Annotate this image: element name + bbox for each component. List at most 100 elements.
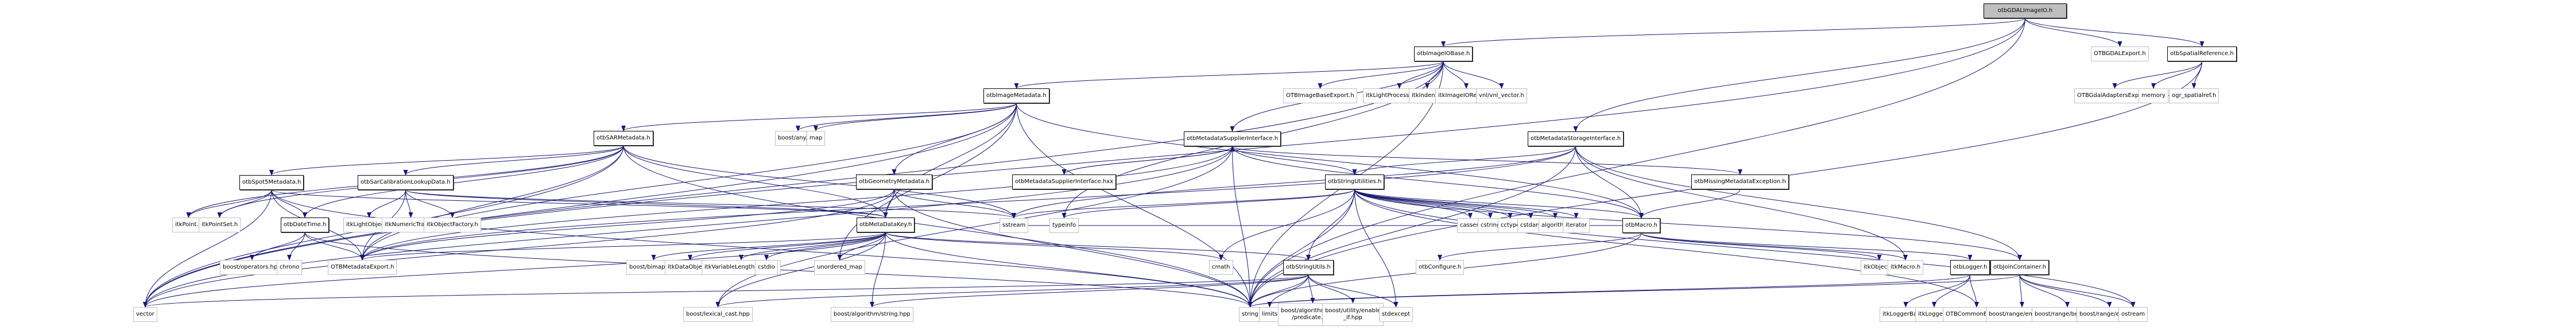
edge-imagemetadata-to-otbmacro [1016, 103, 1644, 219]
edge-spatialref-to-gdaladaptersexport [2112, 61, 2202, 89]
edge-metadatakey-to-cstdio [764, 232, 886, 261]
edge-sarmetadata-to-spot5 [269, 145, 624, 176]
edge-root-to-gdalexport [2025, 18, 2122, 47]
edge-stringutilities-to-stringutils [1306, 189, 1355, 261]
edge-joincontainer-to-rangebegin [2019, 274, 2070, 308]
node-otblogger[interactable]: otbLogger.h [1950, 260, 1990, 275]
node-supplierhxx[interactable]: otbMetadataSupplierInterface.hxx [1012, 174, 1117, 189]
edge-stringutils-to-algostring [870, 274, 1309, 308]
node-enableif: boost/utility/enable _if.hpp [1322, 303, 1384, 326]
node-vector: vector [133, 307, 157, 322]
node-gdalexport: OTBGDALExport.h [2091, 46, 2149, 61]
node-imagemetadata[interactable]: otbImageMetadata.h [983, 88, 1049, 103]
edge-stringutilities-to-stdexcept [1354, 189, 1399, 308]
node-chrono: chrono [277, 260, 303, 275]
edge-otbmacro-to-otblogger [1641, 232, 1973, 261]
edge-storageicf-to-stringutilities [1352, 146, 1576, 175]
edge-missingmeta-to-otbmacro [1639, 189, 1741, 219]
edge-stringutils-to-stdexcept [1308, 274, 1399, 308]
edge-stringutilities-to-string [1248, 189, 1355, 308]
node-sstream: sstream [1000, 218, 1029, 233]
edge-metadatakey-to-cmath [885, 232, 1223, 261]
edge-imagemetadata-to-sarmetadata [621, 103, 1017, 131]
edge-otblogger-to-loggerbase [1903, 274, 1970, 308]
node-metadataexport: OTBMetadataExport.h [328, 260, 397, 275]
edge-storageicf-to-string [1248, 146, 1576, 308]
edge-stringutils-to-enableif [1308, 274, 1355, 304]
node-spatialref[interactable]: otbSpatialReference.h [2167, 46, 2237, 61]
node-otbmacro[interactable]: otbMacro.h [1622, 218, 1660, 233]
edge-otbmacro-to-itkobject [1641, 232, 1882, 261]
node-stringutilities[interactable]: otbStringUtilities.h [1325, 174, 1385, 189]
edge-metadatakey-to-varlenvector [739, 232, 886, 261]
edge-supplierhxx-to-suppliericf [1064, 146, 1235, 175]
edge-imageiobase-to-imagemetadata [1014, 61, 1444, 89]
node-stringutils[interactable]: otbStringUtils.h [1283, 260, 1334, 275]
edge-geometry-to-metadataexport [360, 189, 894, 261]
node-suppliericf[interactable]: otbMetadataSupplierInterface.h [1184, 131, 1281, 146]
node-spot5[interactable]: otbSpot5Metadata.h [239, 175, 304, 190]
edge-sarmetadata-to-string [623, 145, 1253, 308]
edge-sarmetadata-to-sstream [623, 145, 1016, 219]
node-cmath: cmath [1209, 260, 1233, 275]
node-boostoperators: boost/operators.hpp [220, 260, 284, 275]
edge-metadatakey-to-unorderedmap [837, 232, 886, 261]
node-datetime[interactable]: otbDateTime.h [281, 218, 330, 232]
edge-metadatakey-to-stringutils [885, 232, 1311, 261]
edge-metadatakey-to-string [885, 232, 1253, 308]
edge-storageicf-to-itkmacro [1575, 146, 1908, 261]
node-iterator: iterator [1563, 218, 1590, 233]
edge-stringutilities-to-joincontainer [1354, 189, 2022, 261]
edge-sarmetadata-to-datetime [303, 145, 624, 218]
edge-suppliericf-to-metadataexport [360, 146, 1233, 261]
edge-sarcalib-to-numerictraits [405, 189, 413, 218]
edge-stringutilities-to-sstream [1012, 189, 1355, 219]
edge-storageicf-to-otbmacro [1575, 146, 1644, 219]
node-storageicf[interactable]: otbMetadataStorageInterface.h [1528, 131, 1624, 146]
edge-joincontainer-to-rangeempty [2019, 274, 2024, 308]
edge-otbmacro-to-otbconfigure [1438, 232, 1642, 261]
edge-sarcalib-to-objectfactory [405, 189, 455, 218]
node-sarmetadata[interactable]: otbSARMetadata.h [594, 131, 653, 146]
edge-imageiobase-to-imageioregion [1443, 61, 1469, 89]
edge-storageicf-to-sstream [1012, 146, 1576, 219]
edge-spot5-to-vector [143, 189, 272, 308]
edge-geometry-to-vector [143, 189, 894, 308]
edge-joincontainer-to-ostream [2019, 274, 2136, 308]
node-typeinfo: typeinfo [1049, 218, 1079, 233]
edge-metadatakey-to-lexicalcast [715, 232, 886, 308]
edge-spot5-to-itkpointset [217, 189, 272, 218]
edge-stringutilities-to-cctype [1354, 189, 1513, 219]
node-joincontainer[interactable]: otbJoinContainer.h [1990, 260, 2050, 275]
edge-datetime-to-boostoperators [250, 232, 305, 261]
edge-storageicf-to-joincontainer [1575, 146, 2022, 261]
edge-sarmetadata-to-sarcalib [403, 145, 624, 176]
edge-stringutilities-to-otbmacro [1354, 189, 1644, 219]
node-sarcalib[interactable]: otbSarCalibrationLookupData.h [358, 175, 454, 190]
edge-otblogger-to-itklogger [1932, 274, 1970, 308]
node-ogrspatialref: ogr_spatialref.h [2169, 88, 2219, 103]
node-root[interactable]: otbGDALImageIO.h [1984, 3, 2067, 18]
node-metadatakey[interactable]: otbMetaDataKey.h [857, 218, 915, 232]
edge-metadatakey-to-itkdataobject [688, 232, 886, 261]
node-geometry[interactable]: otbGeometryMetadata.h [856, 174, 933, 189]
edge-otbmacro-to-itkmacro [1641, 232, 1908, 261]
node-algostring: boost/algorithm/string.hpp [831, 307, 913, 322]
edge-spot5-to-metadatakey [271, 189, 888, 218]
edge-suppliericf-to-vector [143, 146, 1233, 308]
edge-otblogger-to-commonexport [1970, 274, 1979, 308]
edge-spot5-to-itkpoint [186, 189, 272, 218]
node-imageiobase[interactable]: otbImageIOBase.h [1414, 46, 1473, 61]
node-missingmeta[interactable]: otbMissingMetadataException.h [1691, 174, 1789, 189]
edge-root-to-spatialref [2025, 18, 2205, 47]
node-lexicalcast: boost/lexical_cast.hpp [683, 307, 753, 322]
edge-spatialref-to-memory [2151, 61, 2202, 89]
edge-root-to-string [1248, 18, 2025, 308]
edge-suppliericf-to-stringutilities [1232, 146, 1357, 175]
edge-stringutilities-to-iterator [1354, 189, 1579, 219]
edge-suppliericf-to-lexicalcast [715, 146, 1233, 308]
edge-sarcalib-to-lightobject [367, 189, 406, 218]
edge-stringutilities-to-commonexport [1354, 189, 1979, 308]
edge-metadatakey-to-metadataexport [360, 232, 886, 261]
